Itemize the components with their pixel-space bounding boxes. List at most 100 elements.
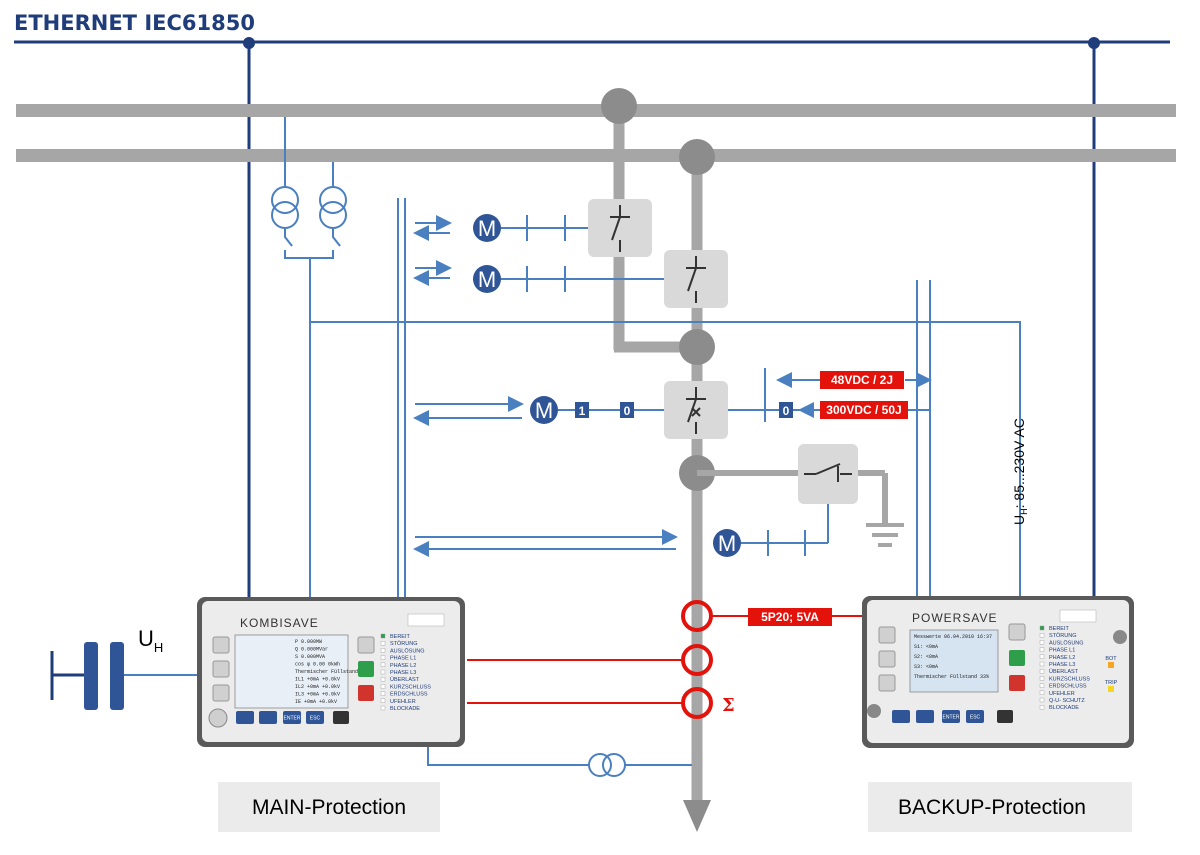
backup-status-item: UFEHLER [1049, 691, 1075, 697]
control-wire-to-backup [310, 321, 1021, 600]
backup-led-bot [1108, 662, 1114, 668]
feeder-outgoing-arrow [683, 800, 711, 832]
backup-f-keys [878, 626, 896, 692]
bidir-arrow-4 [413, 529, 678, 557]
backup-usb-port [997, 710, 1013, 723]
svg-text:1: 1 [579, 404, 586, 418]
backup-status-item: STÖRUNG [1049, 632, 1077, 639]
backup-status-item: ERDSCHLUSS [1049, 684, 1087, 690]
main-status-led [380, 662, 386, 667]
main-lcd-line: cos φ 0.00 0kWh [295, 662, 340, 668]
backup-esc-key [966, 710, 984, 723]
backup-status-item: PHASE L2 [1049, 655, 1075, 661]
backup-lcd-line: Messwerte 06.04.2010 16:37 [914, 634, 992, 640]
svg-text:ENTER: ENTER [943, 715, 960, 721]
backup-status-led [1039, 690, 1045, 695]
main-key-switch [208, 708, 228, 728]
backup-status-led [1039, 676, 1045, 681]
kombisave-brand: KOMBISAVE [240, 616, 319, 630]
motor-drive-earth: M [713, 504, 829, 557]
backup-lcd-line: S3: <0mA [914, 664, 938, 670]
backup-lcd [909, 629, 999, 693]
backup-tool-button [1008, 623, 1026, 641]
motor-drive-2: M [473, 265, 664, 293]
main-status-led [380, 691, 386, 696]
main-status-led [380, 655, 386, 660]
backup-status-item: ÜBERLAST [1049, 668, 1079, 675]
main-status-item: PHASE L1 [390, 656, 416, 662]
main-status-led [380, 677, 386, 682]
ct-rating-badge [748, 608, 832, 626]
main-nav-right [259, 711, 277, 724]
backup-status-led [1039, 633, 1045, 638]
backup-green-button [1009, 650, 1025, 666]
backup-status-item: AUSLÖSUNG [1049, 639, 1084, 646]
backup-status-item: Q-U- SCHUTZ [1049, 698, 1085, 704]
nse-logo-backup [1059, 609, 1097, 623]
backup-status-item: PHASE L3 [1049, 662, 1075, 668]
main-red-button [358, 685, 374, 701]
voltage-transformer-lower [588, 753, 626, 777]
main-nav-left [236, 711, 254, 724]
svg-text:ENTER: ENTER [284, 716, 301, 722]
main-status-led [380, 641, 386, 646]
main-tool-button [357, 636, 375, 654]
backup-status-led [1039, 640, 1045, 645]
backup-led-trip [1108, 686, 1114, 692]
breaker-aux-contacts: 0 [728, 368, 820, 422]
svg-text:ESC: ESC [310, 716, 321, 722]
main-status-led [380, 669, 386, 675]
bidir-arrow-3 [413, 396, 524, 426]
main-green-button [358, 661, 374, 677]
backup-status-item: BLOCKADE [1049, 705, 1079, 711]
svg-text:TRIP: TRIP [1105, 680, 1118, 686]
backup-status-led [1039, 669, 1045, 674]
main-lcd-line: S 0.000MVA [295, 654, 325, 660]
main-status-item: UFEHLER [390, 699, 416, 705]
backup-enter-key [942, 710, 960, 723]
junction-node-upper [679, 329, 715, 365]
svg-text:M: M [478, 267, 496, 292]
main-caption: MAIN-Protection [252, 796, 406, 819]
backup-lcd-line: S1: <0mA [914, 644, 938, 650]
main-lcd-line: IL3 +0mA +0.0kV [295, 692, 340, 698]
main-lcd-line: IL2 +0mA +0.0kV [295, 684, 340, 690]
supply-source [50, 642, 197, 710]
ethernet-title: ETHERNET IEC61850 [14, 11, 255, 35]
disconnector-2 [664, 250, 728, 308]
svg-text:ESC: ESC [970, 715, 981, 721]
backup-status-led [1039, 654, 1045, 659]
main-status-item: PHASE L2 [390, 663, 416, 669]
backup-lcd-line: S2: <0mA [914, 654, 938, 660]
backup-caption: BACKUP-Protection [898, 796, 1086, 819]
backup-status-item: KURZSCHLUSS [1049, 676, 1090, 682]
main-status-led [380, 648, 386, 653]
main-status-item: BEREIT [390, 634, 411, 640]
bus-node-1 [601, 88, 637, 124]
main-status-led [380, 705, 386, 711]
backup-status-item: BEREIT [1049, 626, 1070, 632]
svg-text:M: M [478, 216, 496, 241]
motor-drive-1: M [473, 214, 588, 242]
powersave-brand: POWERSAVE [912, 611, 997, 625]
svg-text:0: 0 [783, 404, 790, 418]
backup-status-led [1039, 697, 1045, 703]
main-lcd-line: IE +0mA +0.0kV [295, 699, 337, 705]
backup-nav-left [892, 710, 910, 723]
main-lcd [234, 634, 349, 709]
main-lcd-line: Thermischer Füllstand [295, 669, 358, 675]
nse-logo [407, 613, 445, 627]
bidir-arrow-2 [413, 260, 452, 286]
circuit-breaker [664, 381, 728, 439]
svg-text:M: M [718, 531, 736, 556]
backup-status-led [1039, 661, 1045, 667]
motor-drive-breaker: M 1 0 [530, 396, 664, 424]
main-f-keys [212, 636, 230, 702]
backup-lcd-line: Thermischer Füllstand 33% [914, 674, 989, 680]
backup-nav-right [916, 710, 934, 723]
main-status-item: PHASE L3 [390, 670, 416, 676]
svg-text:0: 0 [624, 404, 631, 418]
supply-voltage-label: UH [138, 626, 163, 655]
